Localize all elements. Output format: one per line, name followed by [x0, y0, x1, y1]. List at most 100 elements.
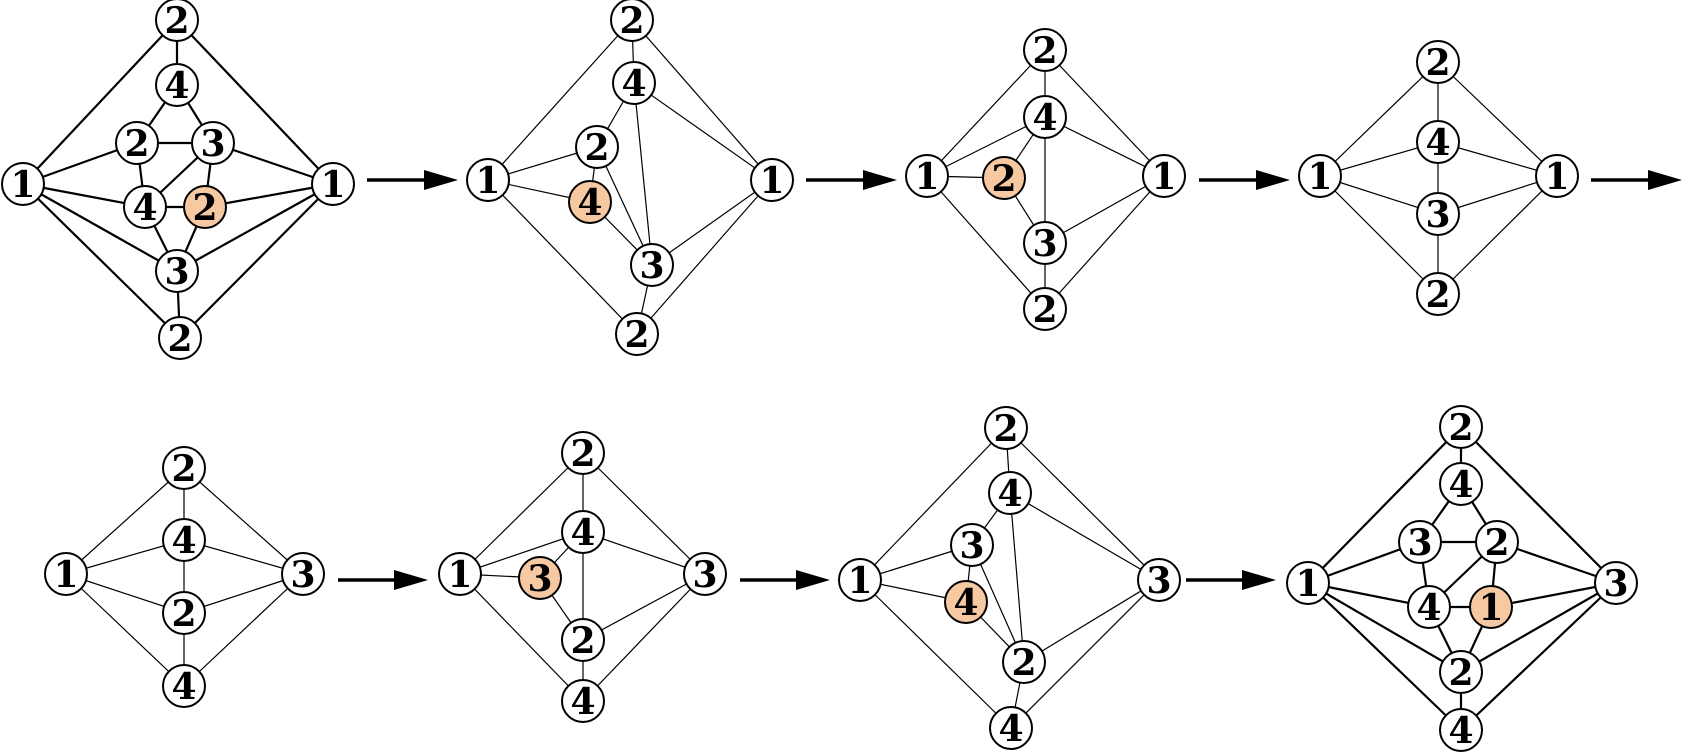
node-label: 4: [1416, 587, 1441, 629]
graph-node: 3: [950, 523, 994, 567]
node-label: 4: [997, 473, 1022, 515]
graph-node: 3: [281, 552, 325, 596]
node-label: 4: [132, 187, 157, 229]
node-label: 4: [1425, 122, 1450, 164]
node-circle: [191, 121, 235, 165]
node-circle: [1416, 192, 1460, 236]
graph-node: 4: [1439, 708, 1483, 752]
graph-2-edge: [636, 179, 773, 335]
node-label: 4: [621, 63, 646, 105]
node-label: 2: [1484, 522, 1509, 564]
node-circle: [162, 518, 206, 562]
node-label: 2: [124, 123, 149, 165]
graph-node: 2: [1439, 650, 1483, 694]
node-circle: [561, 431, 605, 475]
node-label: 3: [1407, 522, 1432, 564]
graph-node: 4: [162, 518, 206, 562]
node-label: 2: [1425, 274, 1450, 316]
graph-node: 4: [561, 510, 605, 554]
arrow-head: [424, 170, 458, 190]
node-label: 3: [692, 554, 717, 596]
node-label: 2: [192, 187, 217, 229]
node-circle: [466, 158, 510, 202]
graph-node: 2: [183, 185, 227, 229]
node-label: 1: [447, 554, 472, 596]
transition-arrow: [1199, 170, 1290, 190]
node-circle: [155, 249, 199, 293]
graph-node: 2: [1416, 40, 1460, 84]
node-label: 2: [584, 127, 609, 169]
graph-1-edge: [175, 18, 335, 186]
graph-node: 1: [838, 558, 882, 602]
graph-node: 4: [155, 63, 199, 107]
node-label: 3: [200, 123, 225, 165]
graph-6-edge: [582, 573, 706, 641]
graph-5-edge: [65, 467, 185, 575]
graph-node: 4: [1439, 462, 1483, 506]
graph-3-edge: [1044, 116, 1165, 177]
node-label: 1: [1544, 156, 1569, 198]
node-label: 2: [993, 408, 1018, 450]
node-label: 1: [1295, 563, 1320, 605]
graph-7-edge: [1010, 579, 1160, 729]
graph-node: 3: [1398, 520, 1442, 564]
node-circle: [575, 125, 619, 169]
graph-5-edge: [183, 467, 304, 575]
node-label: 1: [1307, 156, 1332, 198]
arrow-head: [863, 170, 897, 190]
graph-1-edge: [21, 18, 179, 186]
node-label: 3: [1032, 223, 1057, 265]
highlighted-node-circle: [944, 580, 988, 624]
node-label: 1: [53, 554, 78, 596]
transition-arrow: [1591, 170, 1682, 190]
graph-5: 2 4 1 3 2 4: [44, 446, 325, 708]
graph-node: 2: [162, 591, 206, 635]
node-circle: [155, 63, 199, 107]
graph-node: 4: [988, 471, 1032, 515]
arrow-head: [796, 570, 830, 590]
graph-node: 1: [1286, 561, 1330, 605]
node-label: 1: [320, 164, 345, 206]
node-label: 2: [1448, 652, 1473, 694]
graph-8-edge: [1459, 425, 1618, 585]
graph-node: 3: [155, 249, 199, 293]
arrow-head: [1648, 170, 1682, 190]
node-circle: [612, 61, 656, 105]
node-circle: [561, 618, 605, 662]
graph-node: 4: [123, 185, 167, 229]
graph-node: 1: [466, 158, 510, 202]
node-circle: [1023, 221, 1067, 265]
node-circle: [1475, 520, 1519, 564]
node-circle: [162, 446, 206, 490]
graph-node: 2: [1416, 272, 1460, 316]
graph-4-edge: [1437, 175, 1558, 295]
graph-3-edge: [926, 175, 1046, 310]
graph-node: 2: [1475, 520, 1519, 564]
node-circle: [1137, 558, 1181, 602]
graph-node: 2: [162, 446, 206, 490]
node-label: 1: [10, 164, 35, 206]
node-label: 4: [171, 520, 196, 562]
graph-2-edge: [633, 82, 773, 181]
node-circle: [1298, 154, 1342, 198]
node-label: 4: [570, 681, 595, 723]
graph-node: 3: [683, 552, 727, 596]
node-circle: [1023, 95, 1067, 139]
node-label: 4: [171, 666, 196, 708]
transition-arrow: [367, 170, 458, 190]
node-circle: [1407, 585, 1451, 629]
node-label: 3: [1603, 563, 1628, 605]
graph-node: 1: [1, 162, 45, 206]
node-label: 4: [998, 708, 1023, 750]
node-circle: [1416, 120, 1460, 164]
graph-node: 2: [982, 156, 1026, 200]
node-circle: [1439, 405, 1483, 449]
graph-node: 4: [1416, 120, 1460, 164]
graph-node: 4: [1023, 95, 1067, 139]
graph-node: 4: [989, 706, 1033, 750]
graph-node: 1: [438, 552, 482, 596]
